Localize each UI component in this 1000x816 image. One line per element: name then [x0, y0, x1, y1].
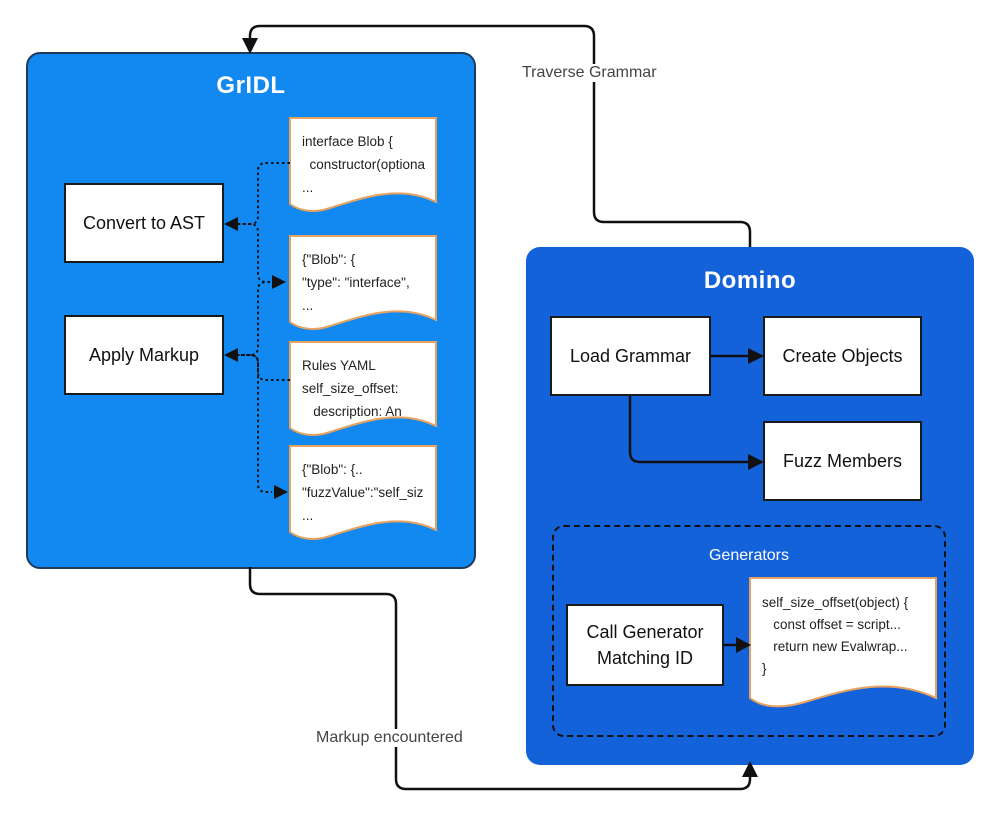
apply-markup-label: Apply Markup — [88, 344, 200, 365]
doc-rules-yaml: Rules YAML self_size_offset: description… — [289, 341, 437, 436]
fuzz-members-box: Fuzz Members — [763, 421, 922, 501]
doc-webidl: interface Blob { constructor(optiona ... — [289, 117, 437, 212]
doc-generator-code-text: self_size_offset(object) { const offset … — [762, 595, 909, 676]
doc-markup-json-text: {"Blob": {.. "fuzzValue":"self_siz ... — [302, 462, 424, 523]
create-objects-label: Create Objects — [782, 345, 903, 366]
load-grammar-box: Load Grammar — [550, 316, 711, 396]
doc-webidl-text: interface Blob { constructor(optiona ... — [302, 134, 426, 195]
doc-generator-code: self_size_offset(object) { const offset … — [749, 577, 937, 708]
create-objects-box: Create Objects — [763, 316, 922, 396]
markup-encountered-label: Markup encountered — [316, 729, 463, 747]
doc-rules-yaml-text: Rules YAML self_size_offset: description… — [302, 358, 402, 419]
doc-markup-json: {"Blob": {.. "fuzzValue":"self_siz ... — [289, 445, 437, 540]
traverse-grammar-label: Traverse Grammar — [522, 64, 657, 82]
convert-to-ast-label: Convert to AST — [82, 212, 206, 233]
convert-to-ast-box: Convert to AST — [64, 183, 224, 263]
load-grammar-label: Load Grammar — [569, 345, 692, 366]
doc-ast-json-text: {"Blob": { "type": "interface", ... — [302, 252, 410, 313]
fuzz-members-label: Fuzz Members — [782, 450, 903, 471]
call-generator-label: Call Generator Matching ID — [586, 621, 704, 668]
domino-title: Domino — [703, 267, 797, 294]
doc-ast-json: {"Blob": { "type": "interface", ... — [289, 235, 437, 330]
call-generator-box: Call Generator Matching ID — [566, 604, 724, 686]
gridl-title: GrIDL — [216, 72, 286, 99]
generators-title: Generators — [708, 547, 790, 564]
apply-markup-box: Apply Markup — [64, 315, 224, 395]
